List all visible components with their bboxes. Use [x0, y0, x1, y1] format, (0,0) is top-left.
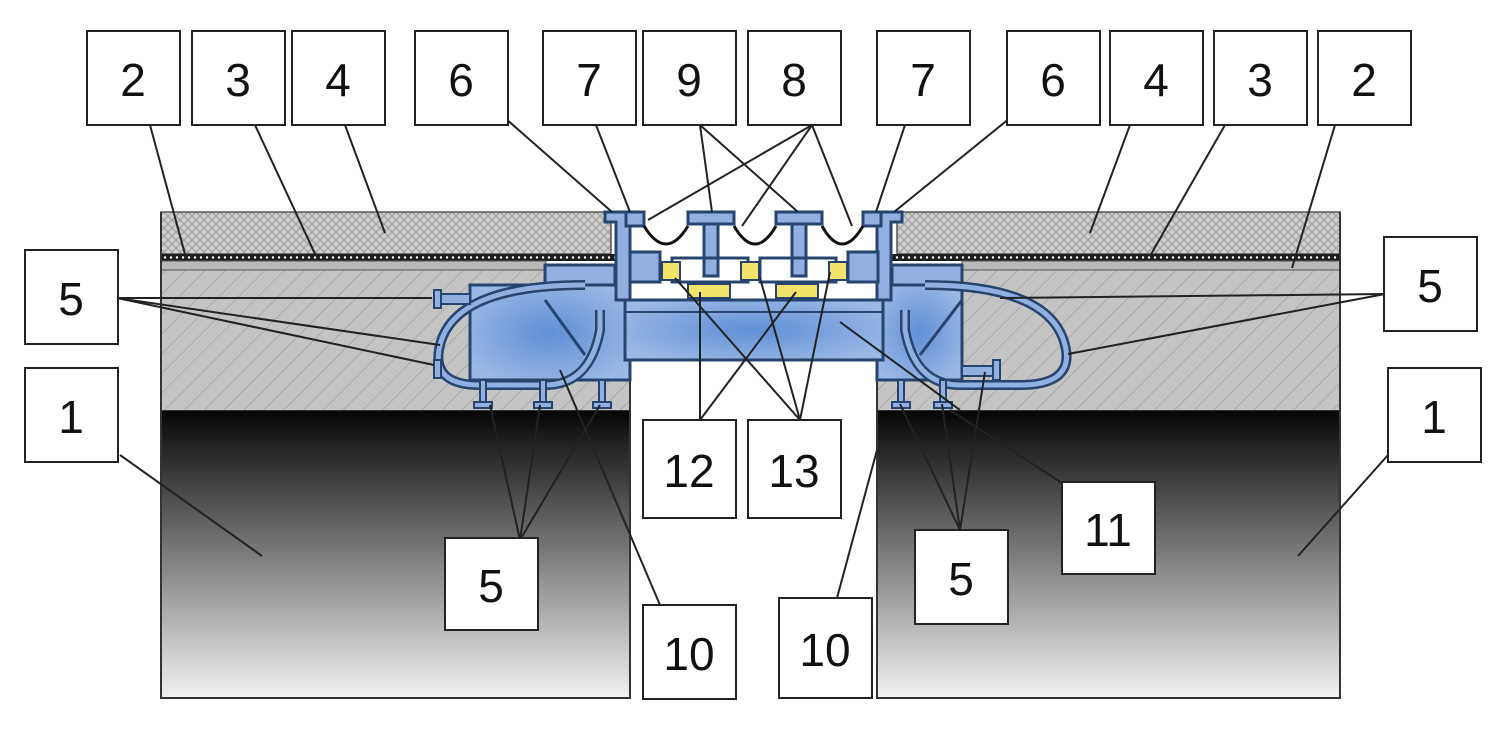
- svg-text:6: 6: [1040, 54, 1066, 106]
- label-9: 9: [642, 30, 737, 126]
- support-beam: [623, 298, 885, 362]
- svg-text:3: 3: [1247, 54, 1273, 106]
- svg-text:7: 7: [576, 54, 602, 106]
- svg-text:4: 4: [1143, 54, 1169, 106]
- svg-text:5: 5: [58, 273, 84, 325]
- svg-text:2: 2: [120, 54, 146, 106]
- left-surface-layer: [160, 211, 612, 255]
- label-4-right: 4: [1109, 30, 1204, 126]
- label-2-left: 2: [86, 30, 181, 126]
- svg-text:5: 5: [1417, 260, 1443, 312]
- label-5-right-bottom: 5: [914, 529, 1009, 625]
- label-1-left: 1: [24, 367, 119, 463]
- right-membrane: [890, 254, 1340, 261]
- label-8: 8: [747, 30, 842, 126]
- svg-text:6: 6: [448, 54, 474, 106]
- svg-text:8: 8: [781, 54, 807, 106]
- label-4-left: 4: [291, 30, 386, 126]
- label-10-right: 10: [778, 597, 873, 699]
- label-11: 11: [1061, 481, 1156, 575]
- label-13: 13: [747, 419, 842, 519]
- svg-text:1: 1: [1421, 391, 1447, 443]
- label-10-left: 10: [642, 604, 737, 700]
- centre-beam-left: [661, 210, 760, 299]
- svg-text:11: 11: [1084, 504, 1132, 556]
- left-membrane: [161, 254, 616, 261]
- label-3-left: 3: [191, 30, 286, 126]
- svg-text:5: 5: [948, 553, 974, 605]
- svg-text:7: 7: [910, 54, 936, 106]
- label-7-left: 7: [542, 30, 637, 126]
- left-slab-outline: [160, 212, 631, 698]
- svg-text:10: 10: [663, 628, 714, 680]
- left-protective-layer: [160, 260, 547, 271]
- svg-text:12: 12: [663, 445, 714, 497]
- label-3-right: 3: [1213, 30, 1308, 126]
- right-protective-layer: [961, 260, 1341, 271]
- svg-text:1: 1: [58, 391, 84, 443]
- label-5-right-top: 5: [1383, 236, 1478, 332]
- svg-text:10: 10: [799, 624, 850, 676]
- label-1-right: 1: [1387, 367, 1482, 463]
- svg-text:13: 13: [768, 445, 819, 497]
- svg-text:5: 5: [478, 560, 504, 612]
- label-6-left: 6: [414, 30, 509, 126]
- svg-text:4: 4: [325, 54, 351, 106]
- svg-text:9: 9: [676, 54, 702, 106]
- label-5-left-top: 5: [24, 249, 119, 345]
- label-5-left-bottom: 5: [444, 537, 539, 631]
- right-slab-outline: [876, 212, 1341, 698]
- svg-text:3: 3: [225, 54, 251, 106]
- svg-text:2: 2: [1351, 54, 1377, 106]
- label-12: 12: [642, 419, 737, 519]
- leader-lines: [116, 117, 1389, 606]
- label-7-right: 7: [876, 30, 971, 126]
- rubber-seals: [642, 225, 865, 246]
- label-2-right: 2: [1317, 30, 1412, 126]
- right-surface-layer: [896, 211, 1341, 255]
- label-6-right: 6: [1006, 30, 1101, 126]
- left-foundation: [160, 409, 631, 699]
- centre-beam-right: [758, 210, 848, 299]
- right-anchor-assembly: [875, 263, 1072, 409]
